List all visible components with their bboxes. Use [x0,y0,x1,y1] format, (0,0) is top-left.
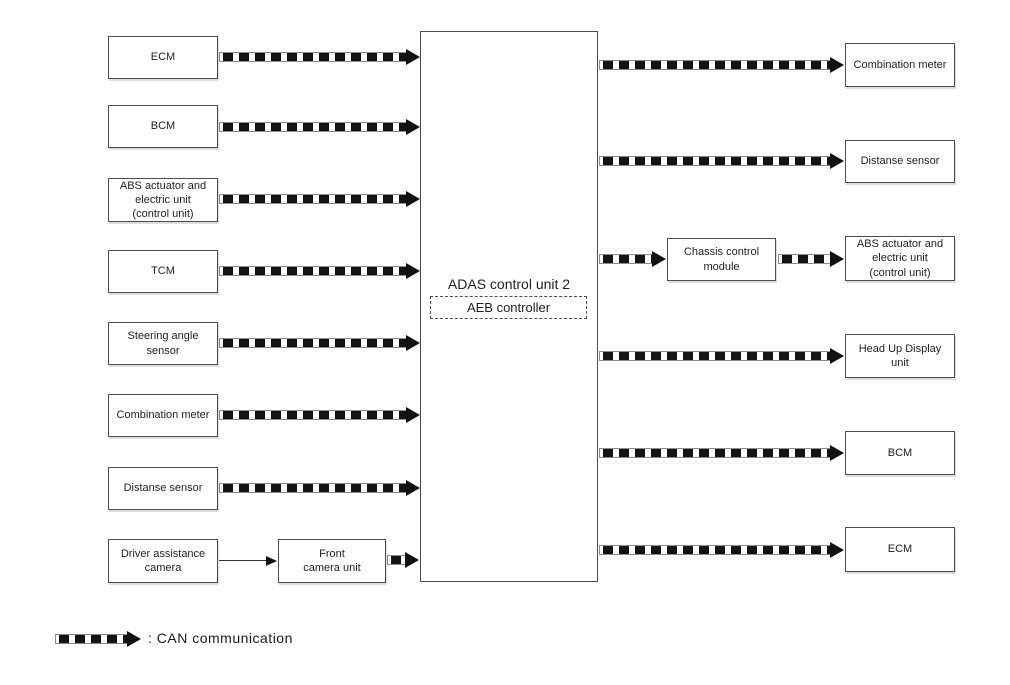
node-label: Driver assistance camera [120,547,206,574]
node-label: ECM [150,51,176,64]
can-arrow-adas-to-ecm [599,545,831,555]
can-arrow-bcm-to-adas [219,122,407,132]
node-label: BCM [887,446,913,459]
can-arrow-abs-to-adas [219,194,407,204]
node-left-tcm: TCM [108,250,218,293]
can-arrow-adas-to-head-up-display [599,351,831,361]
node-right-ecm: ECM [845,527,955,572]
node-label: Combination meter [116,409,210,422]
node-front-camera-unit: Front camera unit [278,539,386,583]
node-label: TCM [151,265,175,278]
node-left-bcm: BCM [108,105,218,148]
node-left-steering-angle: Steering angle sensor [108,322,218,365]
arrow-driver-camera-to-front-camera [219,560,266,561]
node-left-driver-assistance-camera: Driver assistance camera [108,539,218,583]
node-label: AEB controller [466,300,551,315]
can-arrow-ecm-to-adas [219,52,407,62]
node-label: ECM [887,543,913,556]
can-arrow-combination-to-adas [219,410,407,420]
can-arrow-adas-to-chassis [599,254,653,264]
node-label: Combination meter [853,58,947,71]
can-arrow-adas-to-distance-sensor [599,156,831,166]
node-label: BCM [150,120,176,133]
can-arrow-steering-to-adas [219,338,407,348]
node-aeb-controller: AEB controller [430,296,587,319]
can-arrow-front-camera-to-adas [387,555,406,565]
node-left-distance-sensor: Distanse sensor [108,467,218,510]
node-right-distance-sensor: Distanse sensor [845,140,955,183]
legend-label: : CAN communication [148,630,293,646]
can-arrow-adas-to-combination-meter [599,60,831,70]
node-chassis-control-module: Chassis control module [667,238,776,281]
node-left-ecm: ECM [108,36,218,79]
node-right-head-up-display: Head Up Display unit [845,334,955,378]
node-label: Chassis control module [683,246,760,273]
adas-control-unit-title: ADAS control unit 2 [447,276,571,292]
can-arrow-tcm-to-adas [219,266,407,276]
can-arrow-distance-to-adas [219,483,407,493]
node-right-combination-meter: Combination meter [845,43,955,87]
node-label: Head Up Display unit [858,342,942,369]
node-label: Steering angle sensor [127,330,199,357]
node-label: ABS actuator and electric unit (control … [856,238,944,279]
node-left-abs-actuator: ABS actuator and electric unit (control … [108,178,218,222]
can-arrow-adas-to-bcm [599,448,831,458]
node-label: Front camera unit [303,547,361,574]
node-right-abs-actuator: ABS actuator and electric unit (control … [845,236,955,281]
node-label: Distanse sensor [860,155,940,168]
node-right-bcm: BCM [845,431,955,475]
can-arrow-chassis-to-abs [778,254,831,264]
node-label: Distanse sensor [123,482,203,495]
node-label: ABS actuator and electric unit (control … [119,179,207,221]
node-left-combination-meter: Combination meter [108,394,218,437]
legend-can-arrow-sample [55,634,128,644]
